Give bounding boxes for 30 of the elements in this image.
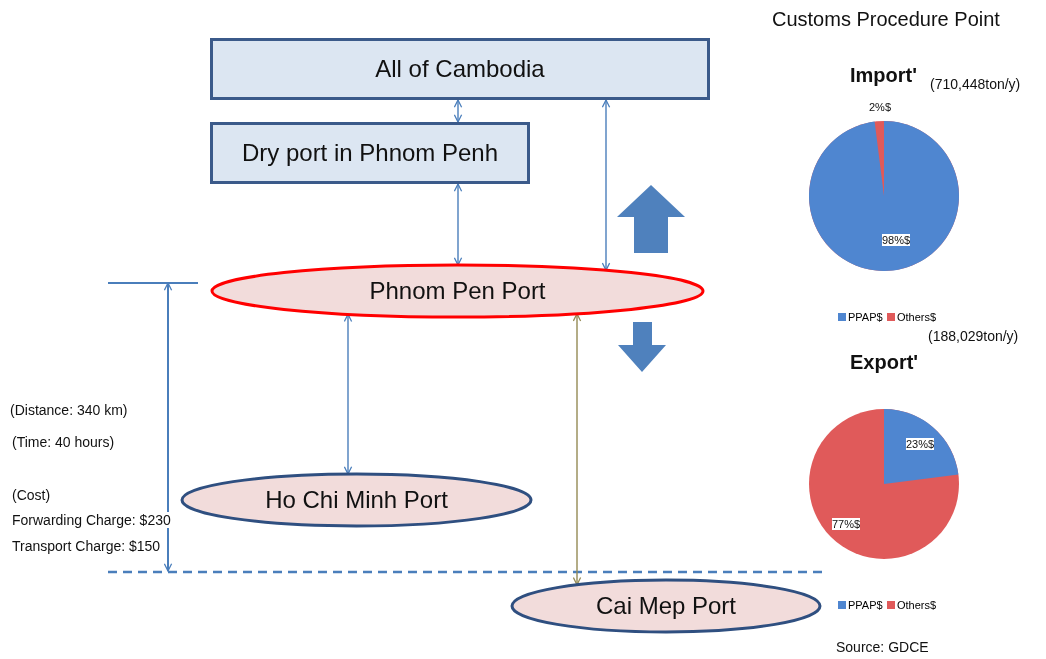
- text-label: (710,448ton/y): [930, 76, 1021, 92]
- node-label: Phnom Pen Port: [369, 277, 546, 305]
- text-label: (188,029ton/y): [928, 328, 1019, 344]
- node-label: Cai Mep Port: [595, 592, 737, 620]
- text-label: 98%$: [882, 234, 911, 246]
- arrow: [453, 183, 463, 266]
- legend-label: PPAP$: [848, 599, 883, 611]
- legend-label: PPAP$: [848, 311, 883, 323]
- dry-port-box: [210, 122, 530, 184]
- port-ellipse: [510, 578, 822, 634]
- text-label: 23%$: [906, 438, 935, 450]
- text-label: (Distance: 340 km): [10, 402, 128, 418]
- arrow: [601, 99, 611, 271]
- text-label: Transport Charge: $150: [12, 538, 161, 554]
- legend-label: Others$: [897, 599, 937, 611]
- node-label: Dry port in Phnom Penh: [241, 139, 499, 167]
- arrow: [572, 313, 582, 586]
- legend-label: Others$: [897, 311, 937, 323]
- text-label: Source: GDCE: [836, 639, 929, 655]
- region-box: [210, 38, 710, 100]
- text-label: (Cost): [12, 487, 51, 503]
- node-label: Ho Chi Minh Port: [265, 486, 448, 514]
- text-label: 77%$: [832, 518, 861, 530]
- arrow: [343, 313, 353, 475]
- port-ellipse: [210, 263, 705, 319]
- port-ellipse: [180, 472, 533, 528]
- text-label: 2%$: [869, 101, 892, 113]
- arrow: [453, 99, 463, 123]
- text-label: (Time: 40 hours): [12, 434, 115, 450]
- node-label: All of Cambodia: [375, 55, 545, 83]
